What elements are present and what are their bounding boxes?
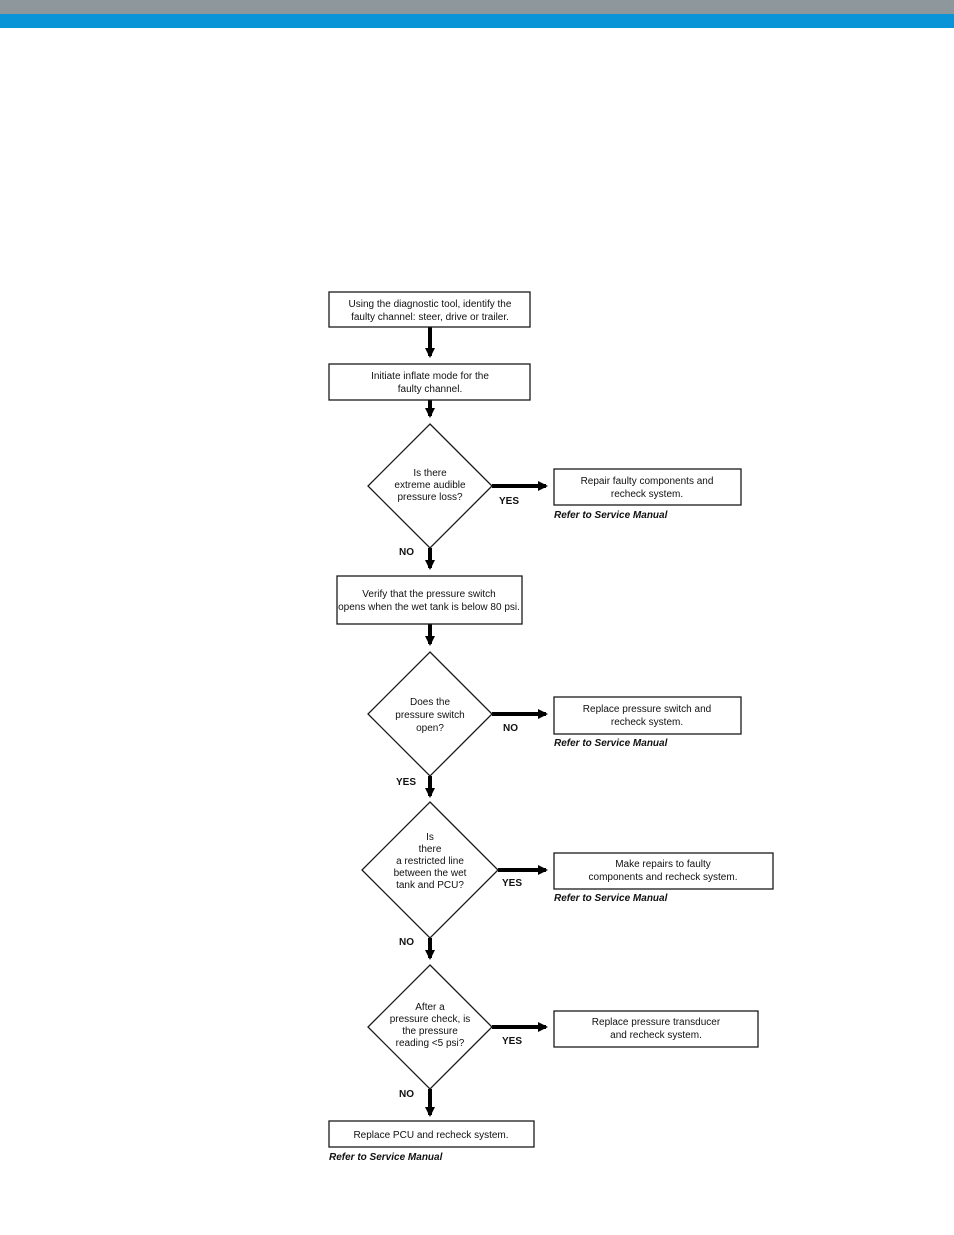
action-replace-transducer: Replace pressure transducer and recheck … xyxy=(553,1010,759,1048)
action-replace-switch-ref: Refer to Service Manual xyxy=(554,738,668,749)
action-replace-transducer-line2: and recheck system. xyxy=(610,1030,702,1041)
decision2-line2: pressure switch xyxy=(395,710,464,721)
decision4-no-label: NO xyxy=(399,1089,414,1100)
decision4-line4: reading <5 psi? xyxy=(396,1038,465,1049)
action-repair-ref: Refer to Service Manual xyxy=(554,510,668,521)
decision3-line5: tank and PCU? xyxy=(396,880,464,891)
step-inflate-line1: Initiate inflate mode for the xyxy=(371,371,489,382)
flow-connectors xyxy=(425,327,548,1117)
decision2-line1: Does the xyxy=(410,697,450,708)
decision2-no-label: NO xyxy=(503,723,518,734)
decision3-no-label: NO xyxy=(399,937,414,948)
decision3-line2: there xyxy=(419,844,442,855)
decision-restricted-line: Is there a restricted line between the w… xyxy=(361,801,522,948)
decision1-line1: Is there xyxy=(413,468,447,479)
action-replace-pcu-ref: Refer to Service Manual xyxy=(329,1152,443,1163)
action-make-repairs-line2: components and recheck system. xyxy=(589,872,738,883)
header-band-blue xyxy=(0,14,954,28)
decision2-line3: open? xyxy=(416,723,444,734)
decision2-yes-label: YES xyxy=(396,777,416,788)
decision3-yes-label: YES xyxy=(502,878,522,889)
action-replace-pcu-line1: Replace PCU and recheck system. xyxy=(353,1130,508,1141)
action-replace-switch-line1: Replace pressure switch and xyxy=(583,704,711,715)
action-make-repairs-ref: Refer to Service Manual xyxy=(554,893,668,904)
action-repair-faulty-components: Repair faulty components and recheck sys… xyxy=(553,468,742,521)
action-replace-pressure-switch: Replace pressure switch and recheck syst… xyxy=(553,696,742,749)
step-identify-line1: Using the diagnostic tool, identify the xyxy=(349,299,512,310)
decision1-line3: pressure loss? xyxy=(397,492,462,503)
step-inflate-line2: faulty channel. xyxy=(398,384,463,395)
decision1-no-label: NO xyxy=(399,547,414,558)
decision3-line4: between the wet xyxy=(394,868,467,879)
decision4-yes-label: YES xyxy=(502,1036,522,1047)
decision3-line1: Is xyxy=(426,832,434,843)
action-replace-transducer-line1: Replace pressure transducer xyxy=(592,1017,721,1028)
decision4-line2: pressure check, is xyxy=(390,1014,471,1025)
decision3-line3: a restricted line xyxy=(396,856,464,867)
decision1-line2: extreme audible xyxy=(394,480,466,491)
decision4-line1: After a xyxy=(415,1002,445,1013)
action-repair-line1: Repair faulty components and xyxy=(581,476,714,487)
step-initiate-inflate: Initiate inflate mode for the faulty cha… xyxy=(328,363,531,401)
action-make-repairs: Make repairs to faulty components and re… xyxy=(553,852,774,904)
action-repair-line2: recheck system. xyxy=(611,489,683,500)
decision1-yes-label: YES xyxy=(499,496,519,507)
action-replace-pcu: Replace PCU and recheck system. Refer to… xyxy=(328,1120,535,1163)
step-identify-line2: faulty channel: steer, drive or trailer. xyxy=(351,312,509,323)
decision4-line3: the pressure xyxy=(402,1026,458,1037)
step-verify-line1: Verify that the pressure switch xyxy=(362,589,495,600)
decision-pressure-loss: Is there extreme audible pressure loss? … xyxy=(367,423,519,558)
step-identify-channel: Using the diagnostic tool, identify the … xyxy=(328,291,531,328)
step-verify-pressure-switch: Verify that the pressure switch opens wh… xyxy=(336,575,523,625)
action-make-repairs-line1: Make repairs to faulty xyxy=(615,859,711,870)
decision-switch-open: Does the pressure switch open? NO YES xyxy=(367,651,518,788)
header-band-gray xyxy=(0,0,954,14)
action-replace-switch-line2: recheck system. xyxy=(611,717,683,728)
decision-pressure-check: After a pressure check, is the pressure … xyxy=(367,964,522,1100)
step-verify-line2: opens when the wet tank is below 80 psi. xyxy=(338,602,520,613)
